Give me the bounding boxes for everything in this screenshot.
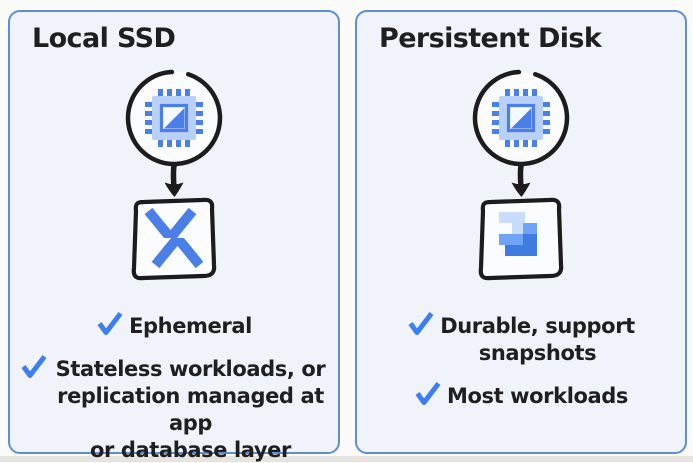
check-item: Ephemeral xyxy=(96,310,252,340)
down-arrow-icon xyxy=(511,165,531,197)
local-ssd-icon xyxy=(131,197,217,281)
checkmark-icon xyxy=(21,354,47,378)
checklist: Ephemeral Stateless workloads, or replic… xyxy=(10,310,338,463)
panel-title: Local SSD xyxy=(32,23,176,54)
panel-title: Persistent Disk xyxy=(379,23,602,54)
checkmark-icon xyxy=(408,311,434,335)
check-item: Durable, support snapshots xyxy=(407,310,635,367)
chip-pins xyxy=(145,89,203,147)
check-label: Ephemeral xyxy=(129,314,252,338)
bottom-margin xyxy=(0,456,693,462)
persistent-disk-icon xyxy=(478,197,564,281)
checkmark-icon xyxy=(415,381,441,405)
compute-engine-icon xyxy=(472,69,570,167)
chip-pins xyxy=(492,89,550,147)
persistent-disk-panel: Persistent Disk xyxy=(355,10,687,454)
check-item: Stateless workloads, or replication mana… xyxy=(20,353,328,463)
check-label: Stateless workloads, or replication mana… xyxy=(55,356,326,462)
local-ssd-panel: Local SSD xyxy=(8,10,340,462)
compute-engine-icon xyxy=(125,69,223,167)
check-label: Most workloads xyxy=(446,383,629,408)
down-arrow-icon xyxy=(164,165,184,197)
flow-diagram xyxy=(469,66,573,282)
checklist: Durable, support snapshots Most workload… xyxy=(357,310,685,410)
check-label: Durable, support snapshots xyxy=(440,314,635,365)
check-item: Most workloads xyxy=(414,380,628,410)
checkmark-icon xyxy=(97,311,123,335)
flow-diagram xyxy=(122,66,226,282)
